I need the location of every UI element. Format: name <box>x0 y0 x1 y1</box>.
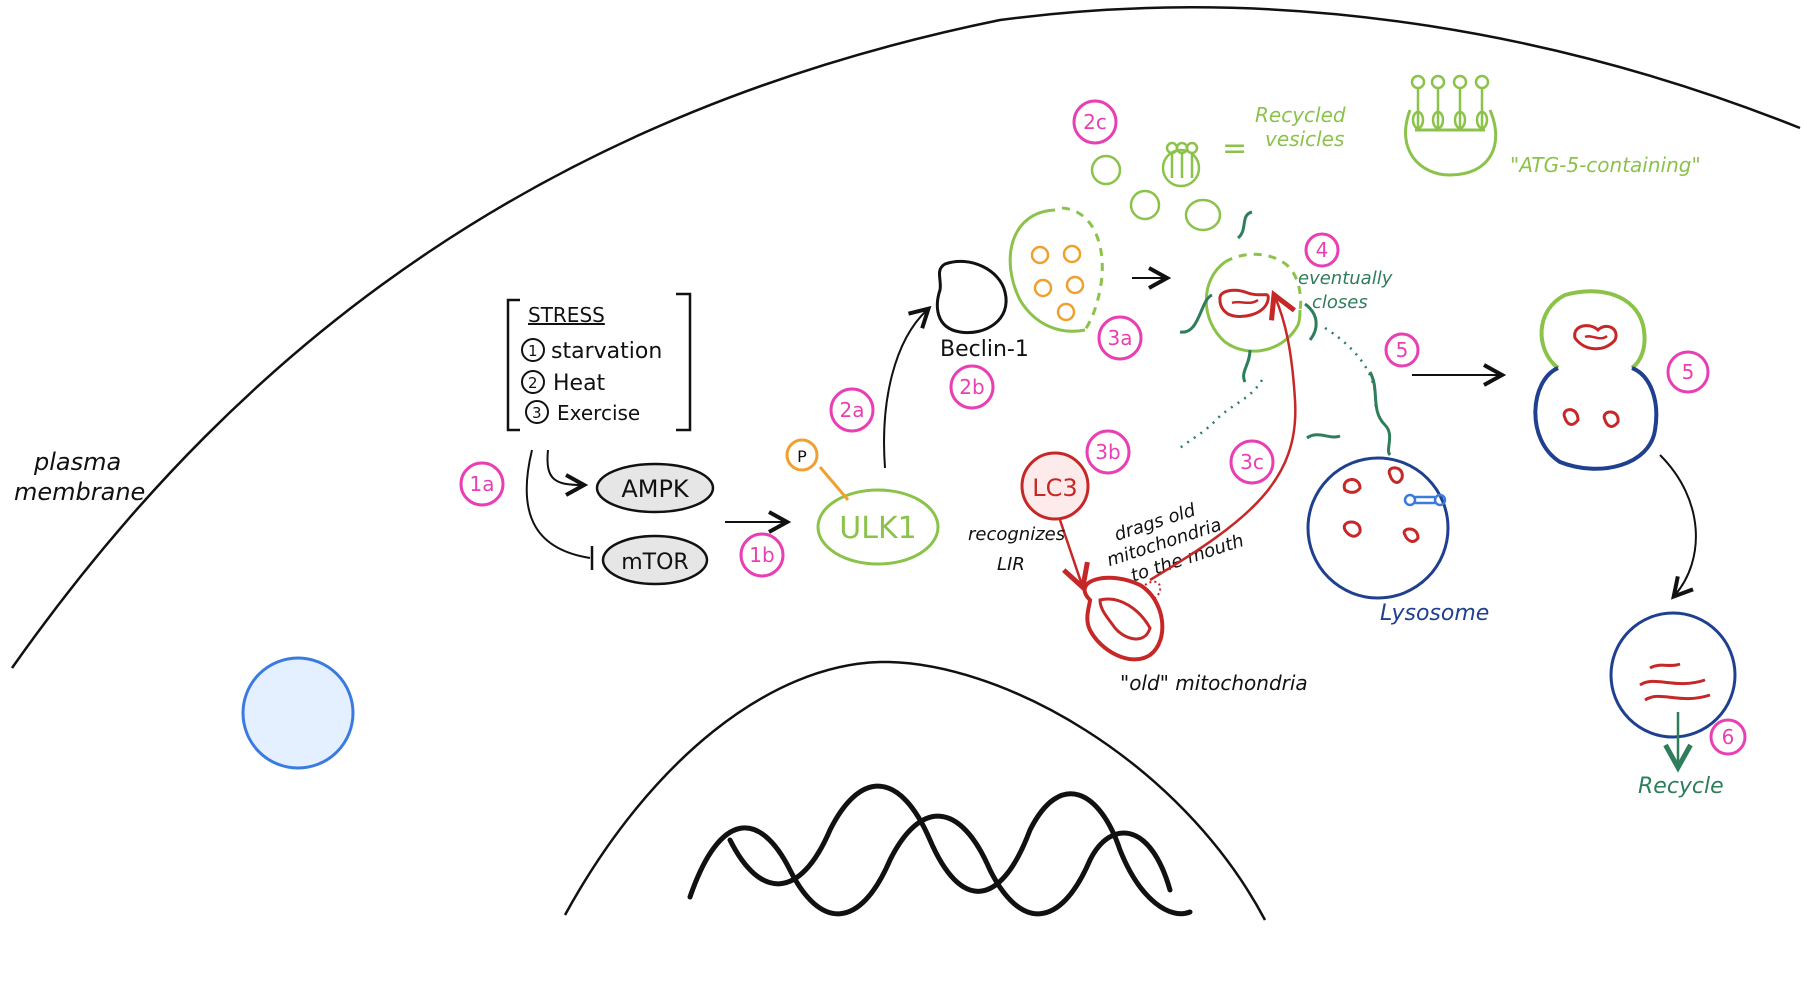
lc3-node: LC3 <box>1020 451 1090 521</box>
stress-box: STRESS 1 starvation 2 Heat 3 Exercise <box>506 292 692 432</box>
degradation-vesicle <box>1609 611 1737 739</box>
step-badge-1b: 1b <box>739 532 785 578</box>
arrow-lc3-to-mito <box>1058 519 1082 585</box>
dotted-connector-right <box>1324 326 1377 411</box>
stress-item-2: 2 Heat <box>521 370 606 396</box>
lysosome-label: Lysosome <box>1380 601 1489 626</box>
dna-helix <box>687 783 1193 917</box>
mtor-node: mTOR <box>601 534 709 586</box>
plasma-membrane-label: plasma membrane <box>14 448 145 506</box>
recycled-equals: = <box>1222 131 1247 166</box>
dotted-connector-left <box>1179 379 1264 449</box>
stress-title: STRESS <box>528 303 605 327</box>
svg-text:1: 1 <box>528 342 538 360</box>
step-badge-2c: 2c <box>1072 99 1118 145</box>
svg-text:Heat: Heat <box>553 371 606 396</box>
green-strand-lysosome <box>1368 371 1392 457</box>
svg-text:1a: 1a <box>470 472 495 496</box>
old-mitochondria-label: "old" mitochondria <box>1120 671 1308 695</box>
step-badge-5b: 5 <box>1666 350 1710 394</box>
recognizes-lir-label: recognizes LIR <box>968 524 1071 575</box>
step-badge-6: 6 <box>1709 718 1747 756</box>
ulk1-node: ULK1 P <box>785 438 940 566</box>
stress-item-1: 1 starvation <box>521 338 662 364</box>
svg-text:AMPK: AMPK <box>621 475 690 503</box>
svg-text:2b: 2b <box>959 375 984 399</box>
arrow-to-degradation <box>1659 454 1697 595</box>
step-badge-3c: 3c <box>1229 439 1275 485</box>
svg-text:3: 3 <box>532 404 542 422</box>
svg-text:mTOR: mTOR <box>621 550 688 575</box>
autophagosome-forming <box>1179 210 1318 383</box>
svg-text:ULK1: ULK1 <box>839 511 916 546</box>
arrow-mito-to-autophagosome <box>1149 297 1297 582</box>
arrow-stress-to-ampk <box>546 449 582 485</box>
recycled-vesicles-group <box>1090 141 1222 232</box>
lysosome <box>1306 456 1450 600</box>
step-badge-2b: 2b <box>949 364 995 410</box>
beclin-1-blob <box>935 259 1008 335</box>
svg-text:starvation: starvation <box>551 339 662 364</box>
svg-text:3b: 3b <box>1095 440 1120 464</box>
step-badge-3a: 3a <box>1097 315 1143 361</box>
step-badge-3b: 3b <box>1085 429 1131 475</box>
svg-text:5: 5 <box>1396 338 1409 362</box>
step-badge-1a: 1a <box>459 461 505 507</box>
nucleus-envelope-curve <box>563 660 1267 921</box>
svg-text:2a: 2a <box>840 398 865 422</box>
stress-item-3: 3 Exercise <box>525 400 640 425</box>
phagophore-cargo <box>1030 244 1085 322</box>
phagophore-membrane <box>1008 208 1086 333</box>
old-mitochondria <box>1082 575 1165 662</box>
atg5-label: "ATG-5-containing" <box>1510 153 1701 177</box>
autolysosome <box>1533 289 1659 471</box>
arrow-ulk1-to-beclin <box>883 310 927 469</box>
recycle-label: Recycle <box>1638 774 1724 799</box>
svg-text:5: 5 <box>1682 360 1695 384</box>
svg-text:3c: 3c <box>1240 450 1264 474</box>
phosphate-label: P <box>797 447 807 466</box>
drags-label: drags old mitochondria to the mouth <box>1098 488 1247 592</box>
svg-text:Exercise: Exercise <box>557 401 640 425</box>
svg-text:LC3: LC3 <box>1032 474 1077 502</box>
svg-text:4: 4 <box>1316 238 1329 262</box>
svg-text:2: 2 <box>528 374 538 392</box>
svg-text:3a: 3a <box>1108 326 1133 350</box>
beclin-1-label: Beclin-1 <box>940 337 1029 362</box>
eventually-closes-label: eventually closes <box>1298 268 1398 313</box>
step-badge-4: 4 <box>1304 232 1340 268</box>
cytoplasmic-vesicle <box>241 656 355 770</box>
step-badge-5a: 5 <box>1384 332 1420 368</box>
inhibit-stress-to-mtor <box>525 449 591 559</box>
svg-text:2c: 2c <box>1083 110 1107 134</box>
recycled-vesicles-label: Recycled vesicles <box>1255 103 1352 151</box>
step-badge-2a: 2a <box>829 387 875 433</box>
ampk-node: AMPK <box>595 462 715 514</box>
plasma-membrane-curve <box>10 6 1801 669</box>
svg-text:6: 6 <box>1722 725 1735 749</box>
svg-text:1b: 1b <box>749 543 774 567</box>
atg5-vesicle <box>1404 74 1498 177</box>
